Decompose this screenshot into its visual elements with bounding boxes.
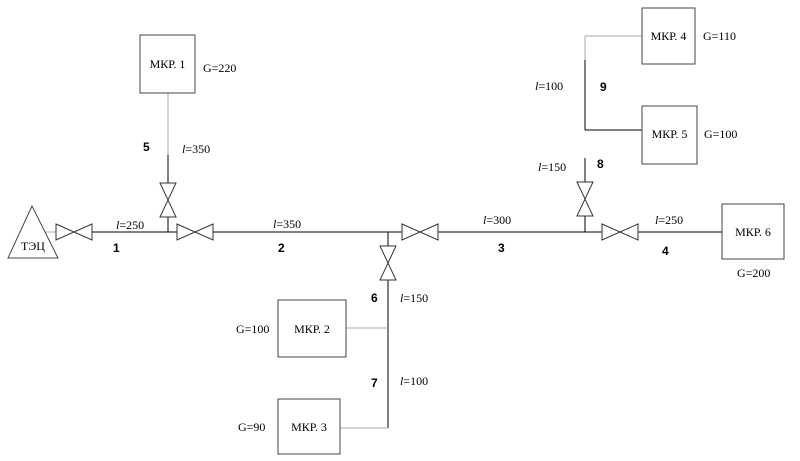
valve-icon <box>176 223 197 241</box>
consumer-name: МКР. 1 <box>150 57 186 71</box>
section-numbers: 1 2 3 4 5 6 7 8 9 <box>113 80 669 390</box>
consumer-load: G=90 <box>238 420 265 434</box>
section-number: 2 <box>278 241 285 255</box>
section-number: 6 <box>371 291 378 305</box>
pipelines <box>56 60 722 428</box>
consumer-box <box>139 34 196 94</box>
section-number: 1 <box>113 241 120 255</box>
section-lengths: l=250 l=350 l=300 l=250 l=350 l=150 l=10… <box>116 79 683 388</box>
consumer-name: МКР. 3 <box>291 420 327 434</box>
consumer-mkr3: МКР. 3 G=90 <box>238 398 341 455</box>
section-length: l=350 <box>182 142 210 156</box>
consumer-mkr1: МКР. 1 G=220 <box>139 34 236 94</box>
consumer-box <box>277 299 347 358</box>
consumer-mkr2: МКР. 2 G=100 <box>236 299 347 358</box>
connectors <box>44 35 642 429</box>
section-length: l=150 <box>400 291 428 305</box>
valve-icon <box>401 223 422 241</box>
valve-icon <box>601 223 622 241</box>
source-tets: ТЭЦ <box>7 204 59 259</box>
section-number: 7 <box>371 376 378 390</box>
consumer-box <box>641 105 698 165</box>
consumer-load: G=200 <box>737 266 770 280</box>
source-label: ТЭЦ <box>21 239 45 253</box>
consumer-load: G=220 <box>203 61 236 75</box>
consumer-name: МКР. 6 <box>735 225 771 239</box>
valves <box>55 181 639 281</box>
section-number: 9 <box>600 80 607 94</box>
section-length: l=300 <box>483 213 511 227</box>
consumer-box <box>721 203 785 260</box>
section-length: l=250 <box>116 218 144 232</box>
valve-icon <box>379 245 397 265</box>
valve-icon <box>576 181 594 201</box>
valve-icon <box>418 223 439 241</box>
section-length: l=100 <box>535 79 563 93</box>
consumer-name: МКР. 4 <box>651 29 687 43</box>
consumer-name: МКР. 5 <box>652 127 688 141</box>
source-triangle <box>7 204 59 259</box>
consumer-box <box>641 7 696 65</box>
section-length: l=100 <box>400 374 428 388</box>
valve-icon <box>618 223 639 241</box>
consumer-name: МКР. 2 <box>294 322 330 336</box>
valve-icon <box>159 198 177 218</box>
section-number: 3 <box>498 241 505 255</box>
section-number: 4 <box>662 244 669 258</box>
valve-icon <box>55 223 76 241</box>
valve-icon <box>72 223 93 241</box>
consumer-load: G=110 <box>703 29 736 43</box>
section-length: l=350 <box>273 217 301 231</box>
consumer-mkr5: МКР. 5 G=100 <box>641 105 737 165</box>
valve-icon <box>193 223 214 241</box>
consumer-mkr6: МКР. 6 G=200 <box>721 203 785 280</box>
valve-icon <box>159 182 177 202</box>
consumer-load: G=100 <box>236 322 269 336</box>
consumer-load: G=100 <box>704 127 737 141</box>
valve-icon <box>379 261 397 281</box>
consumer-box <box>277 398 341 455</box>
section-length: l=250 <box>655 213 683 227</box>
consumer-mkr4: МКР. 4 G=110 <box>641 7 736 65</box>
section-number: 8 <box>597 157 604 171</box>
section-number: 5 <box>143 140 150 154</box>
section-length: l=150 <box>538 160 566 174</box>
valve-icon <box>576 197 594 217</box>
